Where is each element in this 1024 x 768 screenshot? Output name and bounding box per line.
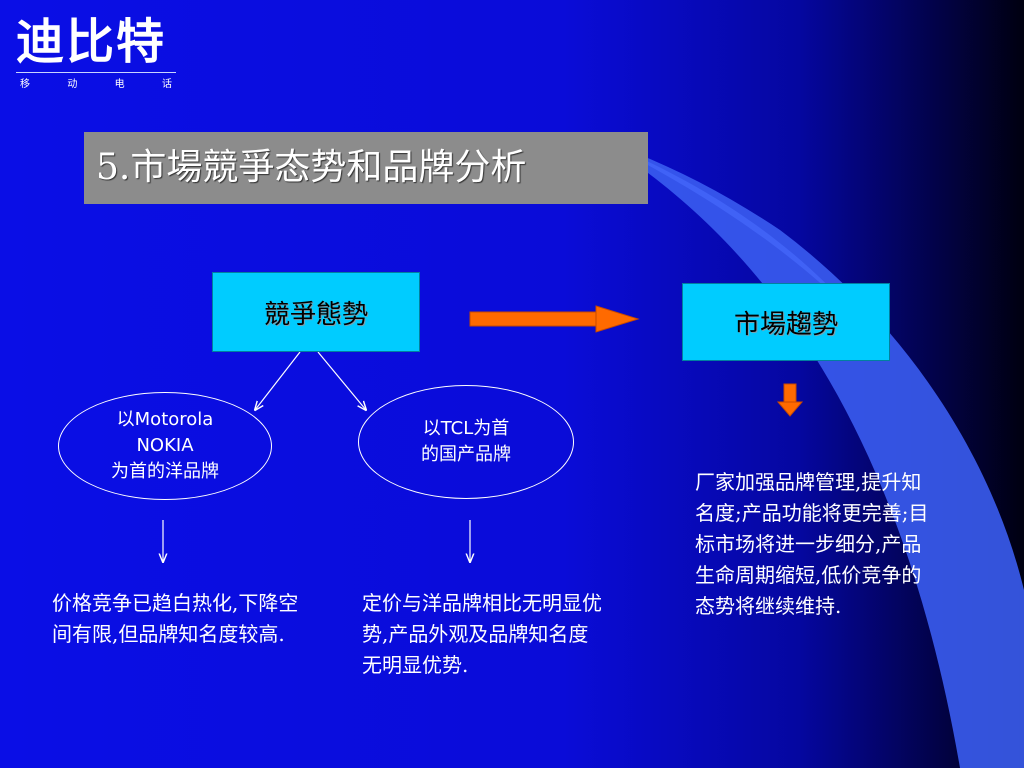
logo-subtitle-char: 动 — [67, 79, 78, 90]
foreign-brands-line: 为首的洋品牌 — [111, 461, 219, 482]
market-trend-box: 市場趨勢 — [682, 283, 890, 361]
logo-subtitle-char: 移 — [20, 79, 30, 90]
slide-title: 5.市場競爭态势和品牌分析 — [84, 132, 648, 204]
logo-subtitle: 移 动 电 话 — [16, 75, 176, 90]
foreign-brands-analysis: 价格竞争已趋白热化,下降空间有限,但品牌知名度较高. — [52, 591, 299, 646]
competition-label: 競爭態勢 — [263, 299, 368, 330]
foreign-brands-line: 以Motorola — [116, 409, 214, 430]
logo-subtitle-char: 话 — [161, 79, 172, 90]
market-trend-label: 市場趨勢 — [733, 309, 838, 340]
domestic-brands-line: 以TCL为首 — [422, 418, 510, 439]
block-arrow-right-icon — [469, 305, 640, 333]
foreign-brands-ellipse: 以Motorola NOKIA 为首的洋品牌 — [58, 392, 272, 500]
branch-line-domestic — [317, 351, 366, 410]
domestic-brands-line: 的国产品牌 — [421, 444, 511, 465]
foreign-brands-line: NOKIA — [136, 435, 194, 456]
competition-box: 競爭態勢 — [212, 272, 420, 352]
domestic-brands-analysis: 定价与洋品牌相比无明显优势,产品外观及品牌知名度无明显优势. — [362, 591, 602, 677]
domestic-brands-ellipse: 以TCL为首 的国产品牌 — [358, 385, 574, 499]
logo-subtitle-char: 电 — [114, 79, 125, 90]
logo-title: 迪比特 — [16, 14, 167, 70]
market-trend-analysis: 厂家加强品牌管理,提升知名度;产品功能将更完善;目标市场将进一步细分,产品生命周… — [695, 470, 929, 618]
branch-line-foreign — [255, 351, 301, 410]
logo-divider — [16, 72, 176, 73]
company-logo: 迪比特 移 动 电 话 — [16, 14, 176, 90]
block-arrow-down-icon — [776, 383, 804, 417]
